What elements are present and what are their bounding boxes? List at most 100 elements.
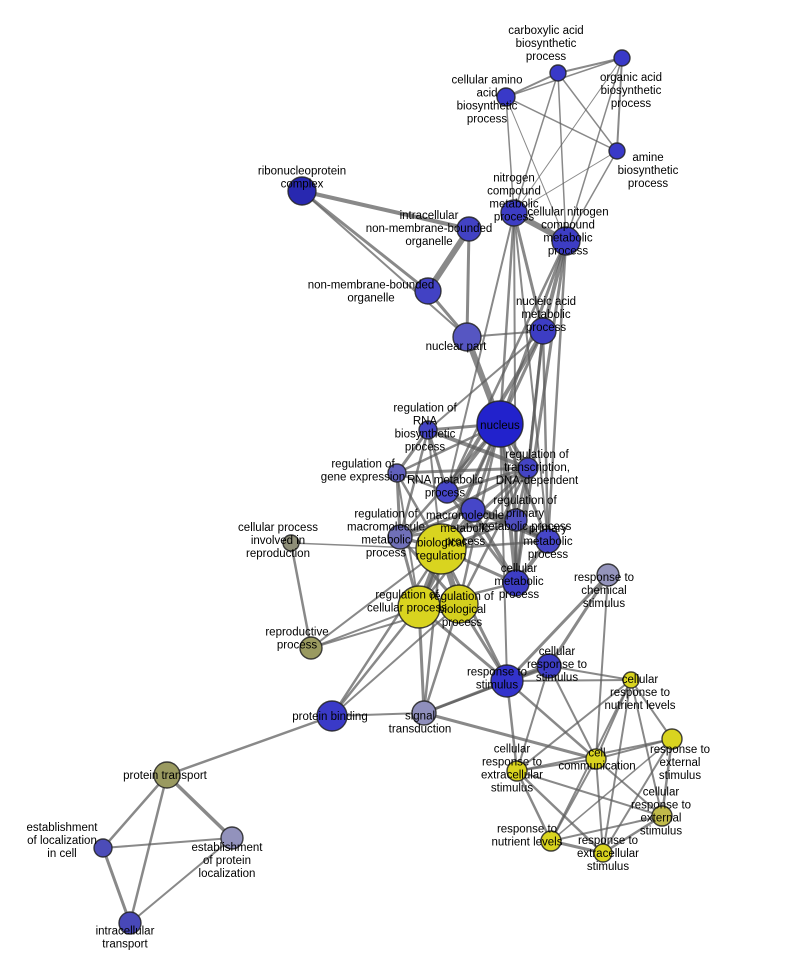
edge-br-rp — [310, 548, 442, 649]
edge-nc-nam — [512, 211, 545, 333]
node-rmm[interactable] — [387, 524, 413, 550]
node-nc[interactable] — [500, 199, 528, 227]
node-elc[interactable] — [93, 838, 113, 858]
edge-epl-it — [129, 837, 233, 924]
node-np[interactable] — [452, 322, 482, 352]
edge-layer — [101, 57, 674, 925]
node-st[interactable] — [411, 700, 437, 726]
edge-rm-cm — [445, 490, 518, 585]
edge-nc-nu — [498, 211, 516, 426]
edge-crs-cre — [516, 665, 550, 772]
edge-nu-cm — [498, 422, 518, 585]
edge-rt-rge — [395, 466, 530, 475]
edge-oa-nc — [513, 57, 623, 214]
edge-rt-rbp — [457, 466, 530, 606]
edge-crn-cre — [516, 679, 632, 772]
edge-nam-pm — [541, 329, 550, 543]
edge-crn-crx — [630, 679, 663, 817]
edge-br-pb — [330, 547, 443, 718]
node-crx[interactable] — [651, 805, 673, 827]
edge-cre-rn — [515, 769, 553, 843]
edge-rmm-mm — [398, 508, 475, 539]
node-nmo[interactable] — [414, 277, 442, 305]
edge-caa-nc — [505, 96, 515, 214]
node-io[interactable] — [456, 216, 482, 242]
node-pt[interactable] — [153, 761, 181, 789]
node-rge[interactable] — [387, 463, 407, 483]
edge-rnp-np — [301, 190, 468, 338]
node-ca[interactable] — [549, 64, 567, 82]
edge-rt-rm — [445, 466, 530, 494]
node-nu[interactable] — [476, 400, 524, 448]
node-oa[interactable] — [613, 49, 631, 67]
edge-cc-rex — [595, 758, 604, 854]
edge-rs-rcs — [505, 573, 610, 683]
node-layer — [93, 49, 683, 935]
edge-cnc-pm — [546, 239, 568, 543]
node-am[interactable] — [608, 142, 626, 160]
edge-nc-pm — [513, 212, 549, 542]
edge-cre-cc — [516, 758, 597, 772]
edge-oa-cnc — [565, 57, 623, 242]
node-rm[interactable] — [435, 480, 459, 504]
edge-re-crx — [660, 737, 674, 818]
edge-ca-nc — [513, 72, 559, 214]
edge-nam-cm — [514, 329, 545, 585]
node-nam[interactable] — [529, 317, 557, 345]
edge-crs-st — [422, 664, 551, 715]
node-caa[interactable] — [496, 87, 516, 107]
edge-cre-crx — [516, 770, 663, 817]
edge-nu-rs — [499, 423, 508, 682]
node-rp[interactable] — [299, 636, 323, 660]
node-rn[interactable] — [540, 830, 562, 852]
node-crn[interactable] — [622, 671, 640, 689]
edge-elc-epl — [102, 837, 233, 849]
node-cpr[interactable] — [282, 534, 300, 552]
edge-crn-re — [630, 679, 673, 740]
edge-crn-rex — [602, 679, 632, 854]
node-pm[interactable] — [535, 528, 561, 554]
node-rnp[interactable] — [287, 176, 317, 206]
node-it[interactable] — [118, 911, 142, 935]
edge-io-np — [465, 227, 471, 339]
node-cnc[interactable] — [551, 226, 581, 256]
edge-rcp-pb — [330, 605, 421, 718]
edge-cc-rn — [550, 758, 597, 842]
edge-nc-rm — [446, 212, 515, 493]
edge-cpr-rp — [289, 541, 313, 650]
edge-ca-cnc — [557, 72, 567, 242]
node-rs[interactable] — [490, 664, 524, 698]
node-rbp[interactable] — [439, 584, 479, 624]
node-rcp[interactable] — [397, 585, 441, 629]
node-cm[interactable] — [502, 569, 530, 597]
node-mm[interactable] — [460, 497, 486, 523]
edge-cnc-rm — [445, 239, 568, 494]
node-cc[interactable] — [585, 748, 607, 770]
node-pb[interactable] — [316, 700, 348, 732]
edge-nu-rmm — [398, 422, 502, 539]
node-rt[interactable] — [517, 457, 539, 479]
node-cre[interactable] — [506, 760, 528, 782]
edge-crs-rcs — [547, 573, 610, 668]
node-rcs[interactable] — [596, 563, 620, 587]
edge-elc-it — [101, 846, 132, 925]
edge-pt-elc — [101, 773, 169, 850]
node-epl[interactable] — [220, 826, 244, 850]
edge-am-cnc — [565, 150, 618, 242]
edge-caa-am — [505, 96, 618, 152]
node-re[interactable] — [661, 728, 683, 750]
node-br[interactable] — [415, 523, 467, 575]
node-crs[interactable] — [536, 653, 562, 679]
node-rpm[interactable] — [504, 508, 528, 532]
node-rrb[interactable] — [418, 420, 438, 440]
edge-pb-pt — [165, 714, 334, 777]
edge-rrb-rt — [426, 428, 530, 470]
edge-cc-crx — [595, 758, 663, 817]
node-rex[interactable] — [593, 843, 613, 863]
